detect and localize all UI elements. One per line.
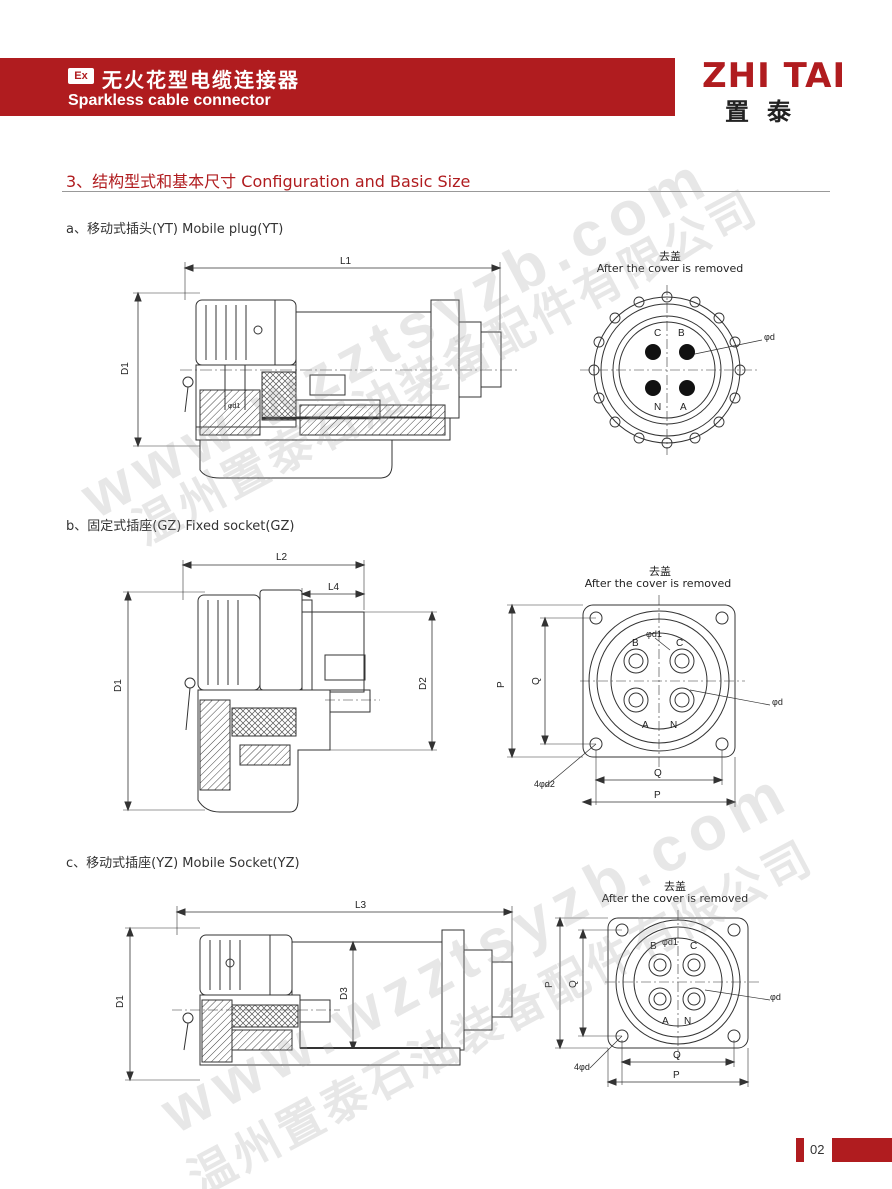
drawing-c-side-view xyxy=(125,906,514,1082)
cover-note-en-c: After the cover is removed xyxy=(601,892,749,905)
pin-label-a-2: B xyxy=(678,328,685,339)
label-d1-b: φd1 xyxy=(646,629,662,639)
drawing-a-front-view xyxy=(580,285,763,455)
label-d1-c: φd1 xyxy=(662,937,678,947)
page-title-cn: 无火花型电缆连接器 xyxy=(102,68,300,92)
label-P-vertical-b: P xyxy=(496,681,507,688)
pin-label-c-4: N xyxy=(684,1016,691,1027)
page-bar-right xyxy=(832,1138,892,1162)
pin-label-b-1: B xyxy=(632,638,639,649)
label-D1-a: D1 xyxy=(120,362,131,375)
drawing-b-front-view xyxy=(507,595,771,807)
label-D1-c: D1 xyxy=(115,995,126,1008)
pin-label-c-1: B xyxy=(650,941,657,952)
brand-logo-en: ZHI TAI xyxy=(702,56,847,96)
label-Q-vertical-b: Q xyxy=(531,677,542,685)
label-L4: L4 xyxy=(328,582,340,593)
pin-label-c-2: C xyxy=(690,941,697,952)
label-P-horizontal-c: P xyxy=(673,1070,680,1081)
cover-note-cn-b: 去盖 xyxy=(649,565,671,578)
pin-label-b-4: N xyxy=(670,720,677,731)
drawing-a-pins xyxy=(645,344,695,396)
label-L3: L3 xyxy=(355,900,367,911)
label-D1-b: D1 xyxy=(113,679,124,692)
label-Q-horizontal-c: Q xyxy=(673,1050,681,1061)
page-title-en: Sparkless cable connector xyxy=(68,92,271,109)
drawing-b-side-view xyxy=(123,560,437,813)
subsection-title-b: b、固定式插座(GZ) Fixed socket(GZ) xyxy=(66,519,295,534)
drawing-c-front-view xyxy=(555,910,771,1087)
pin-label-a-1: C xyxy=(654,328,661,339)
label-L1: L1 xyxy=(340,256,352,267)
label-D2: D2 xyxy=(418,677,429,690)
label-holes-b: 4φd2 xyxy=(534,779,555,789)
drawing-a-side-view xyxy=(133,262,520,479)
label-P-horizontal-b: P xyxy=(654,790,661,801)
cover-note-en-b: After the cover is removed xyxy=(584,577,732,590)
ex-badge: Ex xyxy=(68,68,94,84)
label-d-b: φd xyxy=(772,697,783,707)
label-holes-c: 4φd xyxy=(574,1062,590,1072)
page-number: 02 xyxy=(810,1142,825,1157)
label-L2: L2 xyxy=(276,552,288,563)
section-title: 3、结构型式和基本尺寸 Configuration and Basic Size xyxy=(66,172,471,191)
cover-note-cn-a: 去盖 xyxy=(659,250,681,263)
label-d1-a: φd1 xyxy=(228,403,240,410)
header-band xyxy=(0,58,675,116)
pin-label-c-3: A xyxy=(662,1016,669,1027)
label-P-vertical-c: P xyxy=(544,981,555,988)
label-D3: D3 xyxy=(339,987,350,1000)
label-d-c: φd xyxy=(770,992,781,1002)
cover-note-en-a: After the cover is removed xyxy=(596,262,744,275)
pin-label-a-4: A xyxy=(680,402,687,413)
pin-label-b-2: C xyxy=(676,638,683,649)
page-bar-left xyxy=(796,1138,804,1162)
pin-label-a-3: N xyxy=(654,402,661,413)
label-Q-horizontal-b: Q xyxy=(654,768,662,779)
label-d-a: φd xyxy=(764,332,775,342)
pin-label-b-3: A xyxy=(642,720,649,731)
label-Q-vertical-c: Q xyxy=(568,980,579,988)
subsection-title-a: a、移动式插头(YT) Mobile plug(YT) xyxy=(66,222,284,237)
cover-note-cn-c: 去盖 xyxy=(664,880,686,893)
section-divider xyxy=(62,191,830,192)
brand-logo-cn: 置泰 xyxy=(725,97,809,126)
subsection-title-c: c、移动式插座(YZ) Mobile Socket(YZ) xyxy=(66,856,300,871)
